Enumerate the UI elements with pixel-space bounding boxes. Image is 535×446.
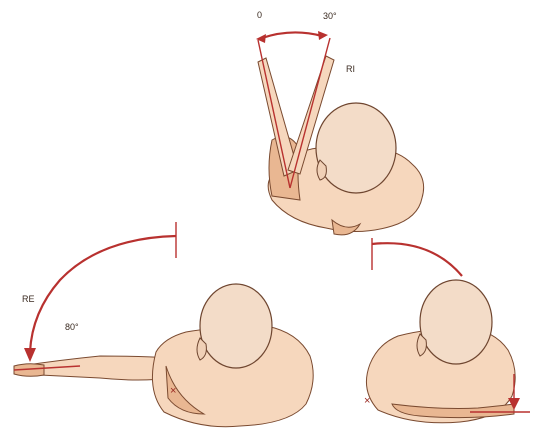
ri-range-arc bbox=[262, 32, 322, 38]
left-joint-marker: × bbox=[170, 385, 176, 397]
right-joint-marker: × bbox=[364, 395, 370, 407]
top-figure-internal-rotation: 0 30° RI bbox=[256, 10, 424, 235]
top-head bbox=[316, 103, 396, 193]
ri2-range-arc bbox=[372, 243, 462, 276]
ri-arrow-right bbox=[318, 31, 328, 40]
left-figure-external-rotation: RE 80° × bbox=[14, 222, 313, 427]
ri-zero-label: 0 bbox=[257, 10, 262, 20]
left-head bbox=[200, 284, 272, 368]
right-figure-internal-rotation: × bbox=[364, 238, 530, 423]
re-arrow-head bbox=[24, 348, 36, 362]
ri-max-label: 30° bbox=[323, 11, 337, 21]
right-head bbox=[420, 280, 492, 364]
re-max-label: 80° bbox=[65, 322, 79, 332]
ri-label: RI bbox=[346, 64, 355, 74]
re-range-arc bbox=[30, 236, 176, 352]
re-label: RE bbox=[22, 294, 35, 304]
ri-arrow-left bbox=[256, 34, 266, 43]
